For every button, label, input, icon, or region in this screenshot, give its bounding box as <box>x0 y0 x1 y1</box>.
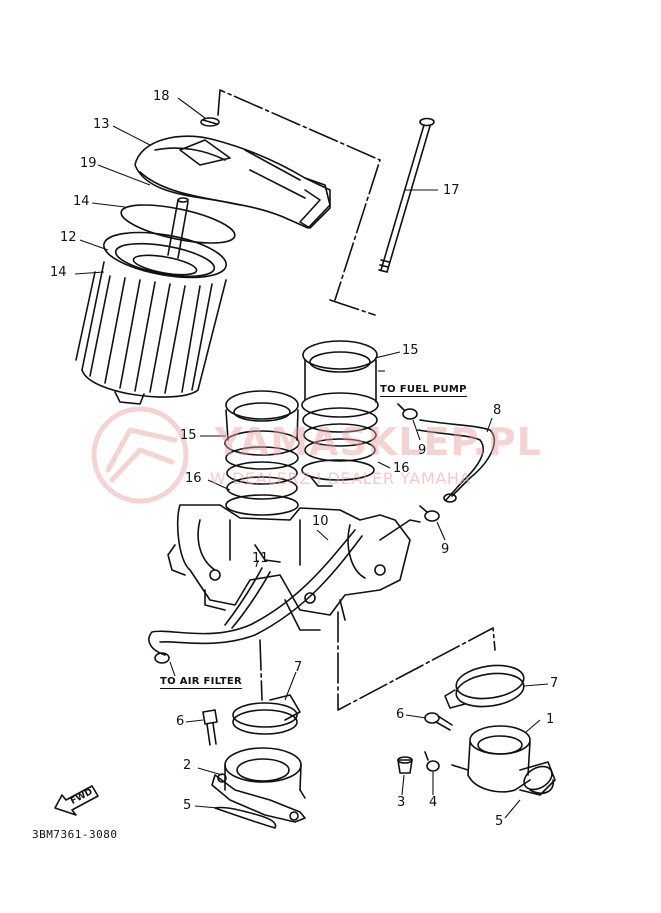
callout-7-left: 7 <box>294 660 303 675</box>
filter-element <box>75 231 227 405</box>
callout-10: 10 <box>312 514 329 529</box>
callout-5-left: 5 <box>183 798 192 813</box>
callout-13: 13 <box>93 117 110 132</box>
note-to-air-filter: TO AIR FILTER <box>160 676 242 689</box>
watermark-brand: YAMASKLEP.PL <box>215 420 542 464</box>
velocity-stack-left <box>224 390 300 516</box>
callout-14-lower: 14 <box>50 265 67 280</box>
intake-joint-2 <box>211 747 306 823</box>
band-clamp-7-right <box>444 664 525 709</box>
clamp-9-upper <box>397 403 418 420</box>
o-ring-14-upper <box>120 204 236 244</box>
note-to-fuel-pump: TO FUEL PUMP <box>380 384 467 397</box>
callout-11: 11 <box>252 551 269 566</box>
screw-6-left <box>202 709 218 746</box>
fwd-arrow-icon <box>54 785 99 816</box>
air-box-cover <box>134 135 331 229</box>
bracket-line-lower <box>337 611 496 711</box>
part-diagram-code: 3BM7361-3080 <box>32 828 118 841</box>
clip-4 <box>424 751 440 772</box>
velocity-stack-right <box>301 340 379 487</box>
carburetor-assembly <box>167 504 421 631</box>
callout-12: 12 <box>60 230 77 245</box>
callout-9-lower: 9 <box>441 542 450 557</box>
callout-2: 2 <box>183 758 192 773</box>
callout-9-upper: 9 <box>418 443 427 458</box>
bracket-line-upper <box>217 89 381 301</box>
callout-8: 8 <box>493 403 502 418</box>
gasket-5-left <box>214 806 277 829</box>
gasket-5-right <box>529 779 554 795</box>
callout-15-left: 15 <box>180 428 197 443</box>
callout-16-left: 16 <box>185 471 202 486</box>
breather-hoses <box>148 529 363 664</box>
callout-1: 1 <box>546 712 555 727</box>
callout-14-upper: 14 <box>73 194 90 209</box>
callout-17: 17 <box>443 183 460 198</box>
screw-18 <box>200 117 220 127</box>
clamp-9-lower <box>419 505 440 522</box>
callout-3: 3 <box>397 795 406 810</box>
callout-15-right: 15 <box>402 343 419 358</box>
long-bolt-17 <box>378 117 435 273</box>
cap-3 <box>397 756 413 774</box>
screw-6-right <box>424 712 453 731</box>
intake-joint-1 <box>451 725 556 796</box>
callout-19: 19 <box>80 156 97 171</box>
band-clamp-7-left <box>232 694 301 735</box>
watermark-logo-icon <box>91 406 189 504</box>
watermark-tagline: W DEALERZ I DEALER YAMAHA <box>210 469 472 488</box>
callout-16-right: 16 <box>393 461 410 476</box>
callout-5-right: 5 <box>495 814 504 829</box>
callout-6-right: 6 <box>396 707 405 722</box>
callout-18: 18 <box>153 89 170 104</box>
callout-7-right: 7 <box>550 676 559 691</box>
fuel-hose-8 <box>417 419 495 503</box>
callout-4: 4 <box>429 795 438 810</box>
callout-6-left: 6 <box>176 714 185 729</box>
